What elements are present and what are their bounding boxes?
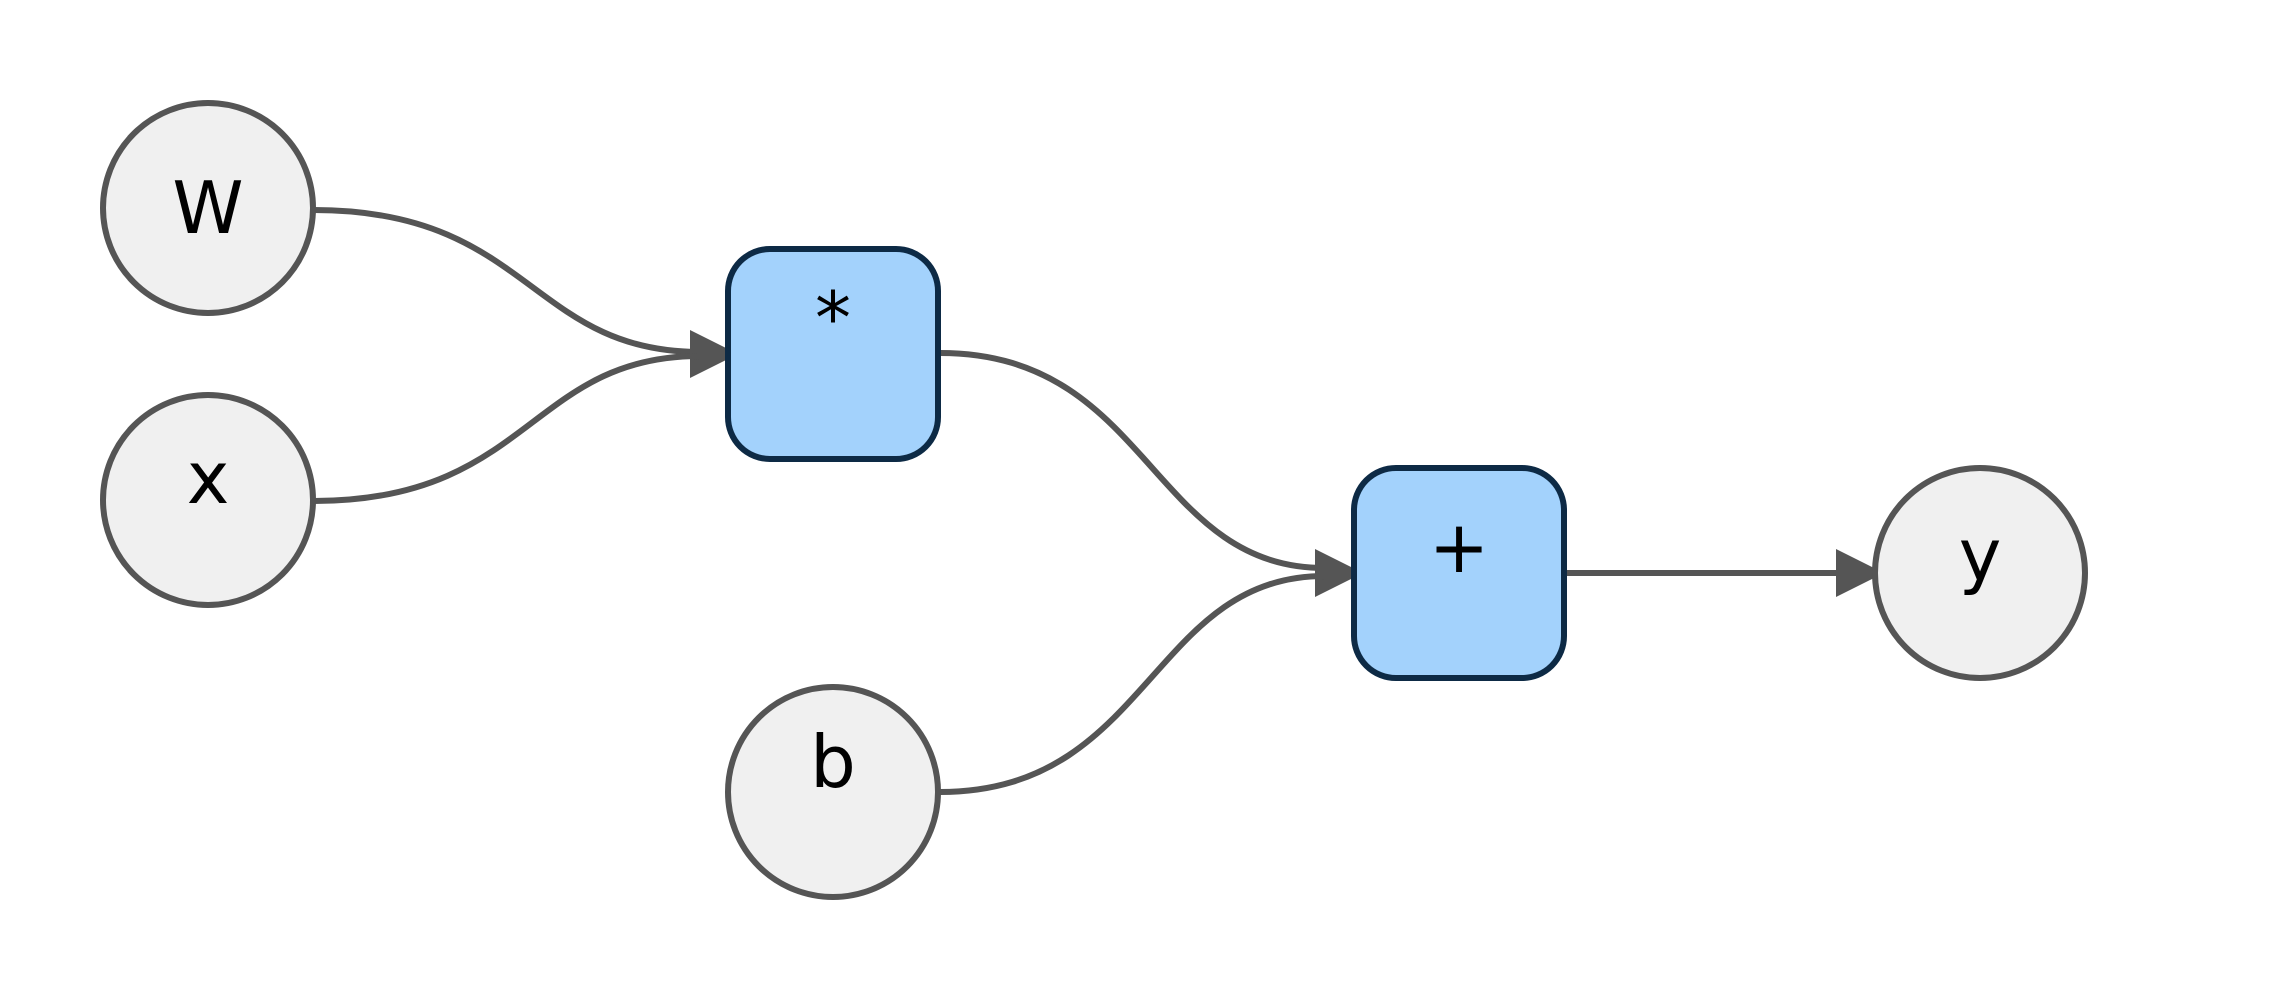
operation-node-add: +	[1351, 465, 1567, 681]
arrowhead-mul-to-add	[1315, 549, 1363, 597]
variable-label-x: x	[187, 436, 230, 520]
variable-node-b: b	[725, 684, 941, 900]
variable-node-w: W	[100, 100, 316, 316]
variable-node-y: y	[1872, 465, 2088, 681]
edges	[313, 207, 1884, 795]
operation-node-multiply: *	[725, 246, 941, 462]
variable-label-w: W	[172, 166, 243, 250]
arrowhead-add-to-y	[1836, 549, 1884, 597]
arrowhead-w-to-mul	[690, 330, 738, 378]
variable-label-y: y	[1959, 513, 2002, 597]
edge-w-to-mul	[313, 207, 701, 355]
variable-node-x: x	[100, 392, 316, 608]
edge-mul-to-add	[939, 350, 1326, 571]
edge-x-to-mul	[313, 353, 701, 504]
edge-b-to-add	[939, 573, 1326, 795]
operation-label-multiply: *	[815, 276, 851, 360]
variable-label-b: b	[810, 720, 856, 804]
operation-label-add: +	[1429, 505, 1489, 589]
